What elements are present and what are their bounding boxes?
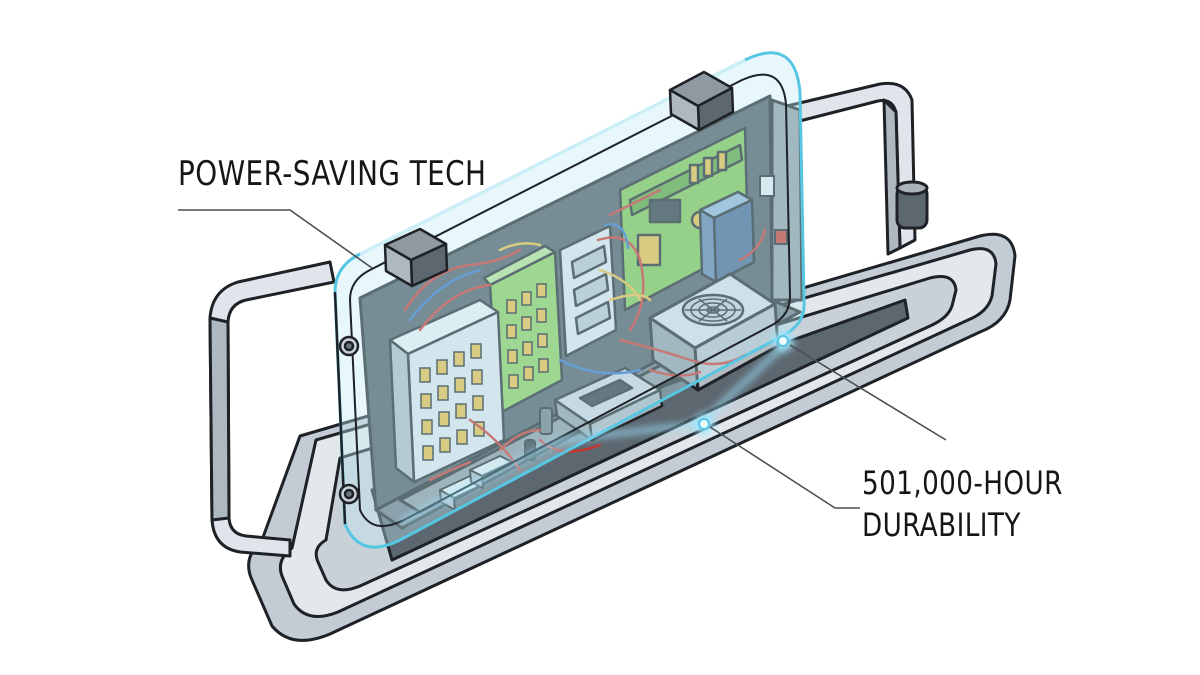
side-cylinder [895,180,929,230]
chip-grid-silver [419,343,485,461]
glow-point-indicators [694,331,793,434]
leader-power-saving [178,209,373,269]
fan-icon [681,293,745,327]
wiring-yellow [498,242,652,302]
leader-durability-b [709,426,860,509]
callout-durability-line2: DURABILITY [862,506,1021,544]
connector-blocks [439,455,513,511]
chip-grid-green [506,283,549,389]
leader-durability-a [789,344,947,441]
glass-side-hinges [338,335,360,505]
callout-durability-line1: 501,000-HOUR [862,464,1063,502]
glow-edge [400,338,792,524]
wiring-blue [408,223,642,375]
lid-clamps [383,70,735,288]
mounting-rail-front [208,260,336,558]
callout-leader-lines [178,209,947,509]
callout-power-saving: POWER-SAVING TECH [178,154,487,194]
callout-durability: 501,000-HOUR DURABILITY [862,462,1063,546]
main-pcb [618,126,750,312]
heatsink-module [558,224,618,358]
